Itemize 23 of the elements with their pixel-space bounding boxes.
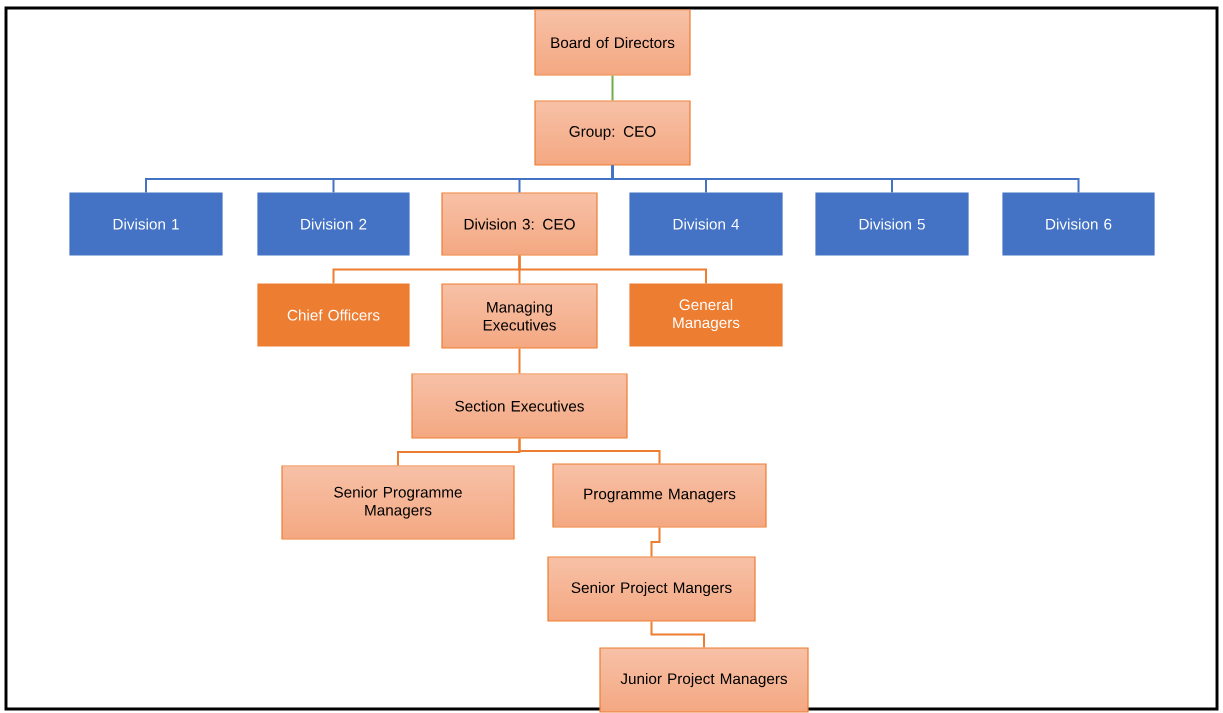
division-box: Division 5 [815, 192, 969, 256]
position-box: Senior Programme Managers [281, 465, 515, 540]
connector-line [650, 620, 705, 649]
connector-line [518, 254, 707, 285]
position-box: Board of Directors [534, 9, 691, 76]
connector-line [518, 437, 661, 465]
connector-line [518, 347, 521, 375]
position-box: General Managers [629, 283, 783, 347]
division-box: Division 4 [629, 192, 783, 256]
position-box: Group: CEO [534, 100, 691, 166]
connector-line [611, 74, 614, 102]
division-box: Division 1 [69, 192, 223, 256]
position-box: Senior Project Mangers [547, 556, 756, 622]
position-box: Section Executives [411, 373, 628, 439]
division-box: Division 6 [1002, 192, 1155, 256]
position-box: Managing Executives [441, 283, 598, 349]
connector-line [611, 164, 1080, 194]
position-box: Junior Project Managers [599, 647, 809, 713]
position-box: Division 3: CEO [441, 192, 598, 256]
position-box: Programme Managers [552, 463, 767, 528]
position-box: Chief Officers [257, 283, 410, 347]
connector-line [650, 526, 661, 558]
division-box: Division 2 [257, 192, 410, 256]
